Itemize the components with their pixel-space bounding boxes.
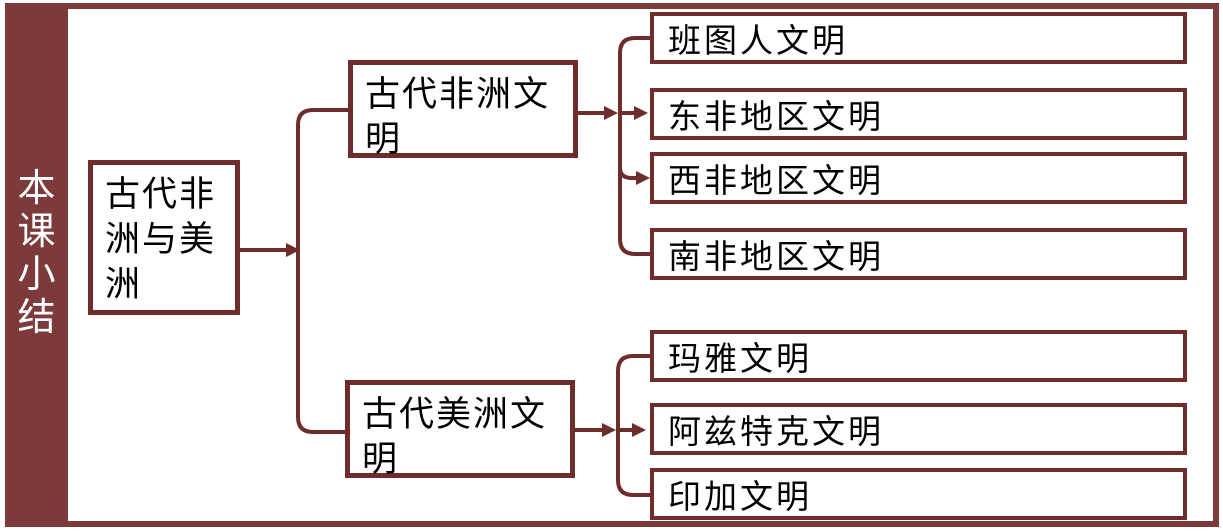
arrowhead-africa (604, 106, 618, 120)
node-maya: 玛雅文明 (650, 330, 1187, 382)
arrowhead-aztec (632, 423, 646, 437)
node-east-africa: 东非地区文明 (650, 88, 1187, 140)
node-ancient-america: 古代美洲文明 (345, 380, 575, 479)
arrowhead-east-africa (634, 106, 648, 120)
sidebar-title-band: 本课小结 (5, 3, 68, 527)
arrowhead-west-africa (636, 171, 650, 185)
sidebar-title: 本课小结 (17, 168, 56, 339)
connector-top-spine (618, 36, 652, 256)
node-bantu: 班图人文明 (650, 12, 1187, 64)
node-west-africa: 西非地区文明 (650, 152, 1187, 204)
node-south-africa: 南非地区文明 (650, 228, 1187, 280)
connector-west-africa (618, 167, 636, 180)
arrowhead-america (602, 423, 616, 437)
connector-left-spine (296, 108, 350, 434)
node-ancient-africa: 古代非洲文明 (348, 60, 578, 159)
arrowhead-root (286, 243, 300, 257)
node-inca: 印加文明 (650, 468, 1187, 520)
node-root: 古代非洲与美洲 (88, 160, 240, 315)
content-frame (68, 3, 1219, 527)
node-aztec: 阿兹特克文明 (650, 403, 1187, 455)
connector-bottom-spine (616, 354, 652, 497)
